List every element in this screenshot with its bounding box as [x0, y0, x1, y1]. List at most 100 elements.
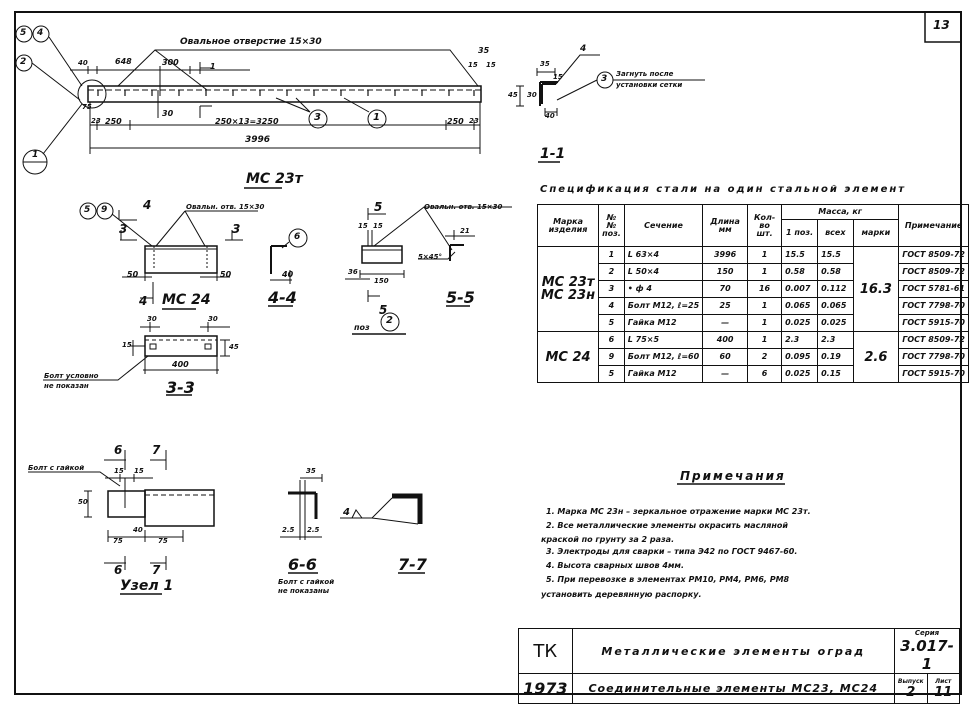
spec-mark-cell: МС 24	[536, 331, 600, 383]
mark-line: МС 24	[545, 349, 591, 365]
issue-cell: Выпуск 2	[894, 673, 928, 704]
section-label-7-7: 7-7	[398, 555, 427, 574]
notes-title: Примечания	[680, 469, 786, 483]
dim: 15	[553, 73, 563, 81]
dim: 15	[114, 467, 124, 475]
dim: 250	[447, 117, 464, 126]
spec-qty: 16	[747, 280, 783, 298]
spec-length: —	[702, 314, 749, 332]
callout-2: 2	[20, 57, 27, 67]
bolt-note: Болт с гайкой	[28, 464, 85, 472]
mc24-lines	[79, 202, 258, 310]
dim: 2.5	[282, 526, 295, 534]
cut-mark: 7	[152, 563, 161, 577]
weld-size: 4	[580, 44, 587, 54]
dim: 250×13=3250	[215, 117, 279, 126]
spec-title: Спецификация стали на один стальной элем…	[540, 184, 907, 195]
issue-label: Выпуск	[897, 677, 924, 685]
cut-mark: 5	[374, 200, 383, 214]
section-7-7-lines	[340, 493, 425, 574]
col-mass-mark: марки	[852, 219, 900, 247]
spec-mass-mark: 2.6	[852, 331, 900, 383]
series-cell: Серия 3.017-1	[894, 628, 960, 674]
spec-mass-one: 0.025	[781, 314, 819, 332]
col-pos: №№ поз.	[598, 204, 625, 247]
dim: 35	[306, 467, 316, 475]
section-4-4-lines	[268, 228, 308, 307]
bolt-note: не показаны	[278, 587, 330, 595]
dim: 150	[374, 277, 389, 285]
chamfer: 5×45°	[418, 253, 442, 261]
sheet-number: 13	[933, 18, 950, 32]
callout-5: 5	[84, 205, 91, 215]
spec-mass-all: 15.5	[817, 246, 854, 264]
dim: 50	[220, 270, 232, 279]
cut-mark: 4	[139, 294, 148, 308]
drawing-title: Металлические элементы оград	[571, 628, 896, 674]
spec-note: ГОСТ 5915-70	[898, 314, 969, 332]
sheet-number-box	[924, 11, 962, 43]
hole-note: Овальн. отв. 15×30	[424, 203, 503, 211]
hole-note: Овальн. отв. 15×30	[186, 203, 265, 211]
org-code: ТК	[518, 628, 573, 674]
bolt-note: Болт условно	[44, 372, 99, 380]
spec-mass-one: 0.025	[781, 365, 819, 383]
spec-section: L 63×4	[623, 246, 704, 264]
cut-mark: 1	[210, 62, 216, 71]
note-item: 4. Высота сварных швов 4мм.	[546, 561, 685, 570]
dim: 15	[486, 61, 496, 69]
node-1-circle	[77, 79, 107, 109]
spec-length: 60	[702, 348, 749, 366]
title-block: ТК Металлические элементы оград Серия 3.…	[518, 628, 960, 704]
bend-note: Загнуть после	[616, 70, 674, 78]
dim: 75	[158, 537, 168, 545]
spec-table: Марка изделия №№ поз. Сечение Длина мм К…	[536, 204, 969, 383]
spec-mass-all: 0.19	[817, 348, 854, 366]
sheet-label: Лист	[935, 677, 952, 685]
drawing-subtitle: Соединительные элементы МС23, МС24	[571, 673, 896, 704]
spec-mass-one: 0.007	[781, 280, 819, 298]
spec-length: 70	[702, 280, 749, 298]
cut-mark: 6	[114, 443, 123, 457]
spec-section: Гайка М12	[623, 314, 704, 332]
dim: 35	[478, 46, 490, 55]
dim: 300	[162, 58, 179, 67]
dim: 36	[348, 268, 358, 276]
spec-section: Болт М12, ℓ=60	[623, 348, 704, 366]
section-label-6-6: 6-6	[288, 555, 317, 574]
issue-value: 2	[906, 684, 916, 700]
section-1-1-lines	[516, 54, 705, 163]
callout-5: 5	[20, 28, 27, 38]
dim: 30	[162, 109, 174, 118]
cut-mark: 5	[379, 303, 388, 317]
callout-6: 6	[294, 232, 301, 242]
spec-pos: 5	[598, 314, 625, 332]
note-item: 5. При перевозке в элементах РМ10, РМ4, …	[546, 575, 790, 584]
spec-mass-all: 0.112	[817, 280, 854, 298]
callout-4: 4	[37, 28, 44, 38]
dim: 40	[133, 526, 143, 534]
dim: 40	[545, 112, 555, 120]
spec-section: L 50×4	[623, 263, 704, 281]
dim: 250	[105, 117, 122, 126]
spec-mass-all: 0.58	[817, 263, 854, 281]
spec-pos: 6	[598, 331, 625, 349]
callout-9: 9	[101, 205, 108, 215]
spec-pos: 9	[598, 348, 625, 366]
node-label: Узел 1	[120, 578, 174, 594]
spec-length: 400	[702, 331, 749, 349]
section-5-5-lines	[345, 206, 512, 335]
spec-qty: 6	[747, 365, 783, 383]
col-mass-one: 1 поз.	[781, 219, 819, 247]
spec-mass-one: 0.095	[781, 348, 819, 366]
spec-note: ГОСТ 5781-61	[898, 280, 969, 298]
dim: 15	[122, 341, 132, 349]
dim: 400	[172, 360, 189, 369]
cut-mark: 4	[143, 198, 152, 212]
callout-2: 2	[386, 315, 393, 326]
dim: 15	[373, 222, 383, 230]
